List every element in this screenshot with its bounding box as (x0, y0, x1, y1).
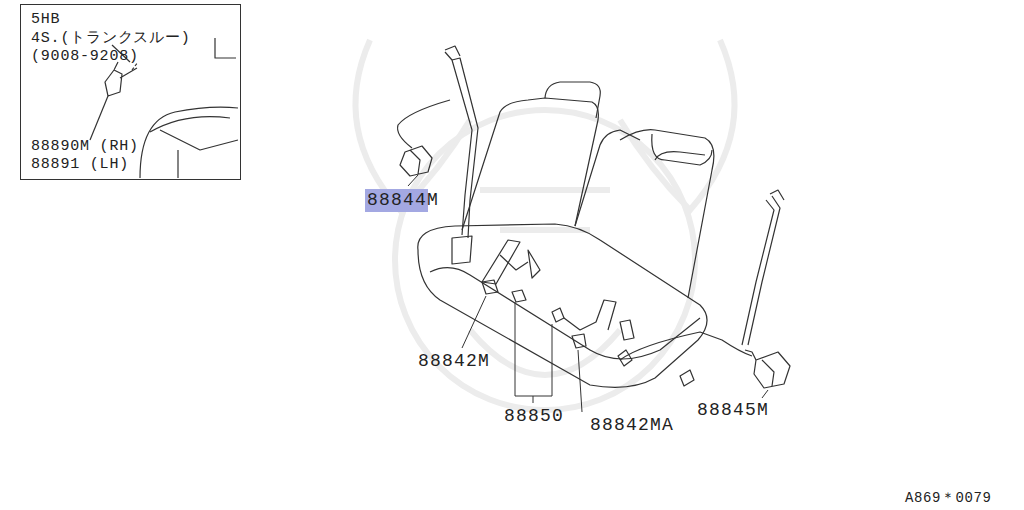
part-number: 88844M (367, 191, 439, 209)
variant-note: (9008-9208) (31, 49, 139, 64)
part-number: 88842M (418, 352, 490, 370)
variant-note: 4S.(トランクスルー) (31, 31, 191, 46)
variant-note: 5HB (31, 12, 60, 27)
part-number: 88890M (RH) (31, 139, 139, 154)
seat (90, 38, 790, 388)
watermark (355, 40, 734, 410)
inset-box: 5HB 4S.(トランクスルー) (9008-9208) 88890M (RH) 888… (20, 4, 241, 180)
part-number: 88845M (697, 401, 769, 419)
drawing-code: A869＊0079 (905, 491, 992, 505)
part-number: 88842MA (590, 416, 674, 434)
part-number: 88850 (504, 407, 564, 425)
part-number: 88891 (LH) (31, 157, 129, 172)
leader-lines (408, 175, 768, 412)
